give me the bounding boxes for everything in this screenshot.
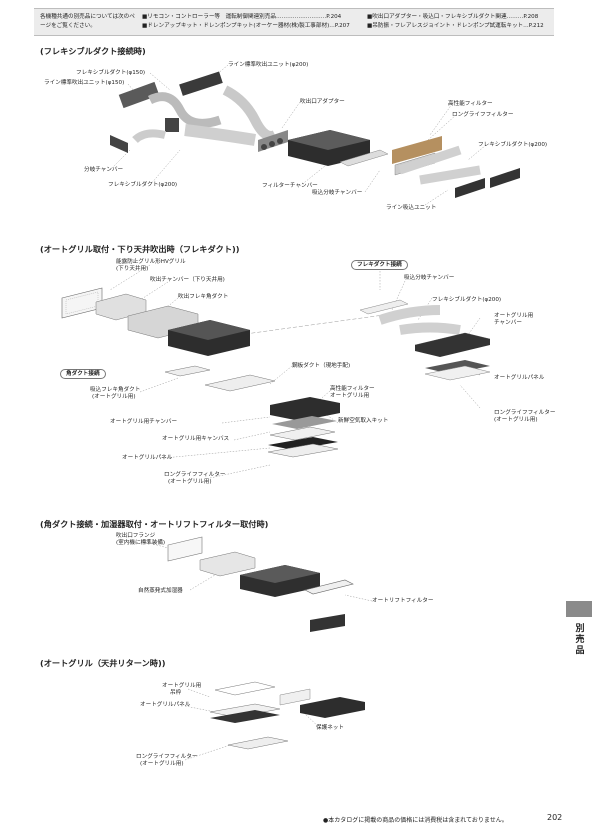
label-hp-filter-s2-sub: オートグリル用 [330, 393, 370, 399]
label-protective-net: 保護ネット [316, 725, 344, 731]
label-autogrill-canvas: オートグリル用キャンバス [162, 436, 230, 442]
side-tab-marker [566, 601, 592, 617]
label-line-outlet-200: ライン標準吹出ユニット(φ200) [228, 62, 309, 68]
label-autogrill-panel-right: オートグリルパネル [494, 375, 545, 381]
label-suction-flex-square-duct: 吸込フレキ角ダクト [90, 387, 141, 393]
section-title-autogrill-ceiling-return: (オートグリル（天井リターン時)) [40, 658, 166, 668]
label-fresh-air-kit: 新鮮空気取入キット [338, 418, 389, 424]
label-longlife-filter: ロングライフフィルター [452, 112, 514, 118]
section2-equipment [61, 287, 491, 458]
label-flex-duct-200-s2: フレキシブルダクト(φ200) [432, 297, 502, 303]
label-outlet-flange: 吹出口フランジ [116, 533, 156, 539]
label-line-suction-unit: ライン吸込ユニット [386, 205, 437, 211]
label-longlife-filter-right: ロングライフフィルター [494, 410, 556, 416]
section1-equipment [110, 71, 520, 198]
ref-controller[interactable]: ■リモコン・コントローラー等 運転制御関連別売品………………………P.204 [142, 14, 342, 20]
label-longlife-filter-left-sub: (オートグリル用) [168, 479, 212, 485]
tag-square-duct-connection: 角ダクト接続 [60, 369, 106, 379]
label-autogrill-frame-sub: 吊枠 [170, 690, 182, 696]
label-outlet-flex-square-duct: 吹出フレキ角ダクト [178, 294, 229, 300]
label-outlet-flange-sub: (室内機に標準装備) [116, 540, 166, 546]
label-hp-filter-s2: 高性能フィルター [330, 386, 375, 392]
label-autogrill-panel-left: オートグリルパネル [122, 455, 173, 461]
label-suction-branch-chamber-2: 吸込分岐チャンバー [404, 275, 455, 281]
label-longlife-filter-right-sub: (オートグリル用) [494, 417, 538, 423]
label-flex-duct-200-right: フレキシブルダクト(φ200) [478, 142, 548, 148]
label-autogrill-panel-s4: オートグリルパネル [140, 702, 191, 708]
label-autogrill-chamber-left: オートグリル用チャンバー [110, 419, 178, 425]
label-longlife-filter-left: ロングライフフィルター [164, 472, 226, 478]
label-humidifier: 自然蒸発式加湿器 [138, 588, 183, 594]
label-flex-duct-200-left: フレキシブルダクト(φ200) [108, 182, 178, 188]
label-autolift-filter: オートリフトフィルター [372, 598, 434, 604]
label-outlet-chamber-drop: 吹出チャンバー（下り天井用) [150, 277, 225, 283]
page-number: 202 [547, 813, 563, 822]
header-reference-bar: 各機種共通の別売品については次のページをご覧ください。 ■リモコン・コントローラ… [34, 8, 554, 36]
ref-drain-kit[interactable]: ■ドレンアップキット・ドレンポンプキット(オーケー器材(株)製工事部材)…P.2… [142, 23, 350, 29]
section-title-square-duct-humidifier: (角ダクト接続・加湿器取付・オートリフトフィルター取付時) [40, 519, 269, 529]
ref-duct-related[interactable]: ■吹出口アダプター・吸込口・フレキシブルダクト関連………P.208 [367, 14, 539, 20]
header-note: 各機種共通の別売品については次のページをご覧ください。 [40, 14, 135, 29]
label-suction-flex-square-duct-sub: (オートグリル用) [92, 394, 136, 400]
label-hp-filter: 高性能フィルター [448, 101, 493, 107]
label-hv-grille: 能露防止グリル形HVグリル [116, 259, 186, 265]
section-title-flex-duct: (フレキシブルダクト接続時) [40, 46, 146, 56]
side-tab-label: 別売品 [575, 624, 585, 656]
label-branch-chamber: 分岐チャンバー [84, 167, 124, 173]
label-hv-grille-sub: (下り天井用) [116, 266, 149, 272]
section4-equipment [209, 681, 365, 750]
section3-equipment [167, 536, 354, 632]
label-outlet-adapter: 吹出口アダプター [300, 99, 345, 105]
tag-flex-duct-connection: フレキダクト接続 [351, 260, 408, 270]
ref-vibration[interactable]: ■吊防振・フレアレスジョイント・ドレンポンプ試運転キット…P.212 [367, 23, 544, 29]
label-autogrill-chamber-2: チャンバー [494, 320, 522, 326]
label-suction-branch-chamber: 吸込分岐チャンバー [312, 190, 363, 196]
label-longlife-filter-s4: ロングライフフィルター [136, 754, 198, 760]
label-longlife-filter-s4-sub: (オートグリル用) [140, 761, 184, 767]
label-flex-duct-150: フレキシブルダクト(φ150) [76, 70, 146, 76]
label-line-outlet-150: ライン標準吹出ユニット(φ150) [44, 80, 125, 86]
label-filter-chamber: フィルターチャンバー [262, 183, 318, 189]
label-steel-duct: 鋼板ダクト（現地手配) [292, 363, 351, 369]
label-autogrill-chamber-1: オートグリル用 [494, 313, 534, 319]
footer-note: ●本カタログに掲載の商品の価格には消費税は含まれておりません。 [323, 817, 508, 824]
section-title-autogrill-flex: (オートグリル取付・下り天井吹出時（フレキダクト)) [40, 244, 240, 254]
label-autogrill-frame: オートグリル用 [162, 683, 202, 689]
